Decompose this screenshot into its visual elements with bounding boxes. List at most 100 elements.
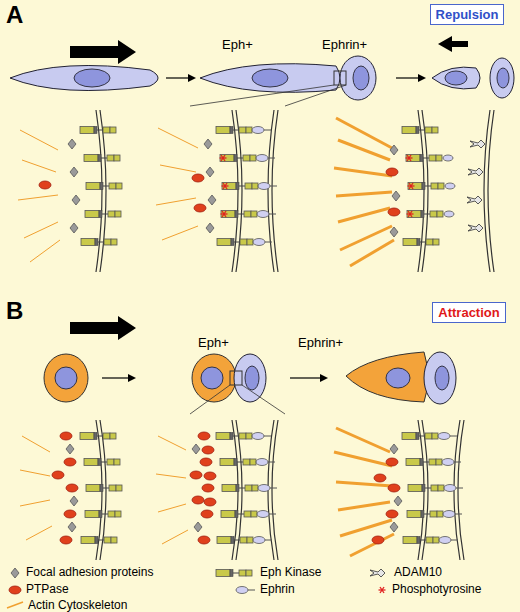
- actin-fibers: [156, 436, 188, 544]
- panel-b2-detail: [194, 522, 202, 532]
- panel-b2-detail: [156, 420, 278, 560]
- actin-fibers: [336, 482, 392, 486]
- legend-text: Phosphotyrosine: [392, 583, 481, 596]
- result-box: Repulsion: [430, 4, 504, 25]
- migration-arrow: [70, 316, 136, 340]
- panel-b2-detail: [256, 459, 275, 466]
- actin-fibers: [158, 504, 186, 512]
- panel-b3-detail: [406, 459, 442, 466]
- legend-samples: [11, 568, 19, 578]
- panel-b1-detail: [68, 522, 76, 532]
- panel-a3-detail: [468, 224, 483, 232]
- actin-fibers: [162, 530, 188, 544]
- panel-b3-detail: [442, 459, 461, 466]
- panel-b1-detail: [52, 471, 64, 479]
- eph-cell: [346, 352, 428, 402]
- panel-a2-detail: [253, 239, 272, 246]
- panel-b2-detail: [258, 485, 277, 492]
- panel-b3-detail: [403, 537, 439, 544]
- panel-a3-detail: [407, 211, 414, 217]
- panel-b2-detail: [253, 537, 272, 544]
- panel-a3-detail: [407, 211, 443, 218]
- panel-b2-detail: [192, 444, 200, 454]
- panel-a3-detail: [467, 196, 482, 204]
- panel-b-cells: [44, 316, 456, 414]
- panel-b3-detail: [408, 485, 444, 492]
- panel-a2-detail: [222, 183, 229, 189]
- panel-b2-detail: [200, 458, 212, 466]
- nucleus: [201, 367, 223, 389]
- panel-b1-detail: [60, 536, 72, 544]
- panel-b2-detail: [202, 484, 214, 492]
- ephrin-cell: [490, 58, 514, 98]
- panel-a2-detail: [221, 211, 228, 217]
- panel-a3-detail: [408, 183, 415, 189]
- eph-cell: [200, 64, 340, 93]
- eph-cell: [192, 354, 236, 402]
- actin-fibers: [162, 226, 198, 240]
- panel-a3-detail: [390, 145, 398, 155]
- panel-a3-detail: [406, 155, 442, 162]
- panel-a1-detail: [70, 223, 78, 233]
- panel-b2-detail: [204, 498, 216, 506]
- membrane: [272, 420, 278, 560]
- panel-b2-detail: [190, 471, 202, 479]
- actin-fibers: [20, 500, 50, 506]
- panel-b2-detail: [257, 511, 276, 518]
- membrane: [96, 110, 102, 272]
- actin-fibers: [338, 502, 390, 510]
- panel-a2-detail: [252, 127, 271, 134]
- panel-a2-detail: [206, 223, 214, 233]
- actin-fibers: [160, 165, 196, 172]
- panel-a2-detail: [217, 239, 253, 246]
- panel-b1-detail: [20, 420, 122, 560]
- membrane: [272, 110, 278, 272]
- actin-fibers: [158, 128, 198, 148]
- panel-a3-detail: [444, 211, 454, 217]
- step-arrow-head: [128, 374, 136, 382]
- step-arrow: [166, 77, 190, 78]
- panel-a3-detail: [392, 191, 400, 201]
- legend-samples: [216, 570, 252, 577]
- nucleus: [445, 71, 467, 85]
- legend-text: PTPase: [26, 583, 69, 596]
- panel-b2-detail: [252, 433, 271, 440]
- membrane: [100, 110, 106, 272]
- panel-b1-detail: [81, 537, 117, 544]
- actin-fibers: [336, 428, 390, 452]
- panel-b3-detail: [444, 485, 463, 492]
- ephrin-cell: [424, 352, 456, 404]
- membrane: [418, 110, 424, 272]
- actin-fibers: [338, 208, 390, 222]
- panel-b3-detail: [394, 496, 402, 506]
- panel-a2-detail: [256, 155, 275, 162]
- membrane: [232, 110, 238, 272]
- actin-fibers: [156, 198, 196, 205]
- migration-arrow: [70, 40, 136, 64]
- legend-text: Focal adhesion proteins: [26, 566, 153, 579]
- actin-fibers: [20, 130, 58, 150]
- panel-b2-detail: [222, 485, 258, 492]
- panel-a1-detail: [70, 167, 78, 177]
- panel-a3-detail: [386, 168, 398, 176]
- panel-b2-detail: [202, 446, 214, 454]
- panel-b3-detail: [386, 458, 398, 466]
- panel-a3-detail: [390, 227, 398, 237]
- actin-fibers: [18, 130, 60, 262]
- legend-samples: [370, 569, 385, 577]
- actin-fibers: [334, 428, 394, 556]
- panel-a3-detail: [388, 208, 400, 216]
- zoom-box: [230, 371, 242, 385]
- panel-a3-detail: [406, 155, 413, 161]
- zoom-line: [285, 85, 346, 106]
- actin-fibers: [26, 526, 52, 540]
- panel-a1-detail: [68, 139, 76, 149]
- panel-b2-detail: [201, 510, 213, 518]
- panel-a3-detail: [403, 239, 439, 246]
- actin-fibers: [20, 436, 52, 540]
- legend-text: Eph Kinase: [260, 566, 321, 579]
- legend-samples: [236, 587, 255, 594]
- actin-fibers: [350, 240, 394, 266]
- panel-b2-detail: [198, 432, 210, 440]
- actin-fibers: [336, 192, 392, 196]
